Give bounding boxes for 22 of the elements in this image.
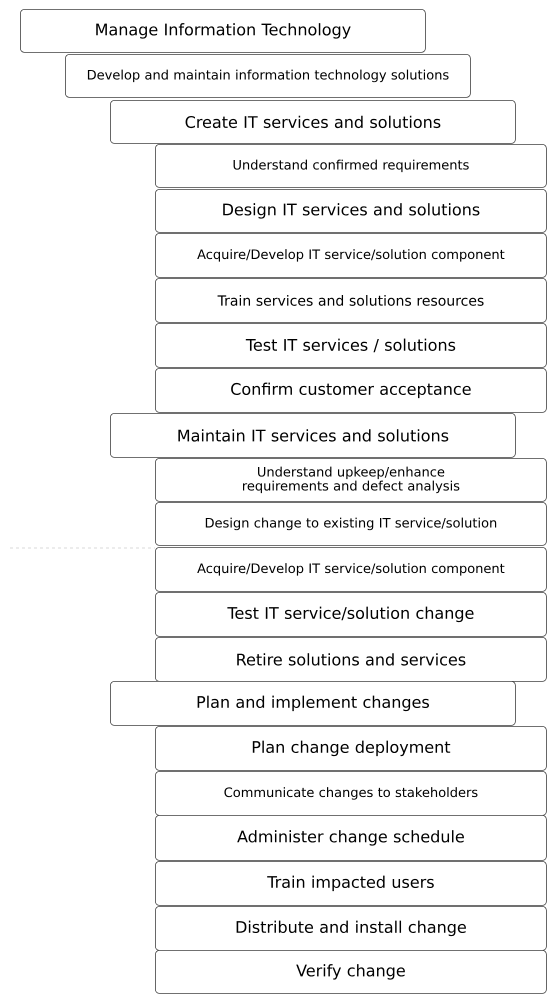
process-box: Administer change schedule bbox=[155, 815, 547, 861]
process-box: Plan change deployment bbox=[155, 726, 547, 771]
process-box: Communicate changes to stakeholders bbox=[155, 771, 547, 816]
process-box: Manage Information Technology bbox=[20, 9, 426, 53]
process-box: Understand confirmed requirements bbox=[155, 144, 547, 188]
process-box: Verify change bbox=[155, 950, 547, 994]
process-box: Acquire/Develop IT service/solution component bbox=[155, 233, 547, 278]
process-box: Distribute and install change bbox=[155, 906, 547, 951]
process-box: Train impacted users bbox=[155, 861, 547, 906]
process-box: Design IT services and solutions bbox=[155, 189, 547, 233]
process-box: Train services and solutions resources bbox=[155, 278, 547, 323]
process-box: Test IT services / solutions bbox=[155, 323, 547, 368]
process-box: Acquire/Develop IT service/solution component bbox=[155, 547, 547, 592]
process-box: Maintain IT services and solutions bbox=[110, 413, 516, 458]
process-box: Retire solutions and services bbox=[155, 637, 547, 682]
process-box: Test IT service/solution change bbox=[155, 592, 547, 637]
process-box: Develop and maintain information technology solutions bbox=[65, 54, 471, 98]
process-box: Create IT services and solutions bbox=[110, 100, 516, 144]
process-box: Design change to existing IT service/solution bbox=[155, 502, 547, 546]
process-box: Confirm customer acceptance bbox=[155, 368, 547, 413]
process-box: Plan and implement changes bbox=[110, 681, 516, 726]
process-box: Understand upkeep/enhance requirements and defect analysis bbox=[155, 458, 547, 502]
